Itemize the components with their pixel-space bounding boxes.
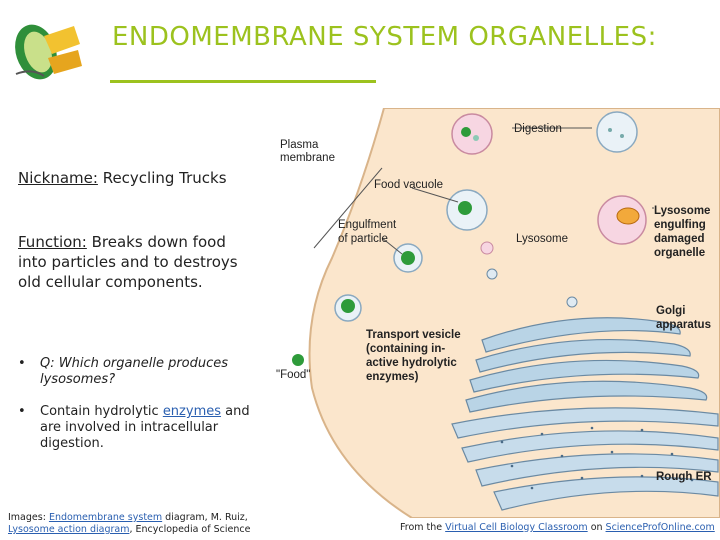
- lysosome-engulfing-label-2: engulfing: [654, 219, 706, 231]
- bullet-enzymes-post: and are involved in intracellular digest…: [40, 404, 250, 451]
- function-label: Function:: [18, 233, 87, 251]
- transport-label-1: Transport vesicle: [366, 329, 461, 341]
- bullet-dot: •: [18, 356, 26, 371]
- footer-mid: on: [587, 522, 606, 533]
- golgi-stacks: [465, 317, 708, 413]
- nickname-text: Nickname: Recycling Trucks: [18, 168, 238, 188]
- title-underline: [110, 80, 376, 83]
- image-credits: Images: Endomembrane system diagram, M. …: [8, 512, 268, 536]
- plasma-label-1: Plasma: [280, 139, 319, 151]
- nickname-label: Nickname:: [18, 169, 98, 187]
- engulfment-vesicle: [393, 243, 423, 273]
- engulfment-label-1: Engulfment: [338, 219, 397, 231]
- credits-prefix: Images:: [8, 512, 49, 523]
- lysosome-engulfing-label-4: organelle: [654, 247, 705, 259]
- transport-label-3: active hydrolytic: [366, 357, 457, 369]
- lysosome-diagram-link[interactable]: Lysosome action diagram: [8, 524, 130, 535]
- lysosome-engulfing-organelle: [597, 195, 647, 245]
- bullet-enzymes-text: Contain hydrolytic enzymes and are invol…: [40, 404, 270, 452]
- function-text: Function: Breaks down food into particle…: [18, 232, 250, 292]
- lysosome-diagram: Plasma membrane Food vacuole Engulfment …: [276, 108, 720, 518]
- golgi-label-2: apparatus: [656, 319, 711, 331]
- lysosome-vesicle: [480, 241, 494, 255]
- particle-in-membrane: [334, 294, 362, 322]
- bullet-question-text: Q: Which organelle produces lysosomes?: [40, 356, 229, 387]
- credits-mid2: , Encyclopedia of Science: [129, 524, 251, 535]
- digestion-vesicle-2: [596, 111, 638, 153]
- logo-icon: [15, 24, 82, 80]
- food-vacuole: [446, 189, 488, 231]
- transport-vesicle-1: [486, 268, 498, 280]
- footer-prefix: From the: [400, 522, 446, 533]
- bullet-enzymes-pre: Contain hydrolytic: [40, 404, 163, 419]
- rough-er-label: Rough ER: [656, 471, 712, 483]
- endomembrane-diagram-link[interactable]: Endomembrane system: [48, 512, 163, 523]
- digestion-label: Digestion: [514, 123, 562, 135]
- bullet-dot: •: [18, 404, 26, 419]
- function-value: Breaks down food into particles and to d…: [18, 233, 238, 291]
- golgi-label-1: Golgi: [656, 305, 685, 317]
- footer-credit: From the Virtual Cell Biology Classroom …: [400, 522, 715, 533]
- transport-vesicle-2: [566, 296, 578, 308]
- digestion-vesicle-1: [451, 113, 493, 155]
- transport-label-2: (containing in-: [366, 343, 445, 355]
- food-particle: [292, 354, 304, 366]
- classroom-link[interactable]: Virtual Cell Biology Classroom: [445, 522, 588, 533]
- food-label: "Food": [276, 369, 310, 381]
- credits-mid1: diagram, M. Ruiz,: [162, 512, 248, 523]
- plasma-label-2: membrane: [280, 152, 335, 164]
- lysosome-engulfing-label-1: Lysosome: [654, 205, 710, 217]
- transport-label-4: enzymes): [366, 371, 419, 383]
- food-vacuole-label: Food vacuole: [374, 179, 443, 191]
- enzymes-link[interactable]: enzymes: [162, 404, 222, 419]
- lysosome-label: Lysosome: [516, 233, 568, 245]
- lysosome-engulfing-label-3: damaged: [654, 233, 705, 245]
- page-title: ENDOMEMBRANE SYSTEM ORGANELLES:: [112, 22, 657, 52]
- site-link[interactable]: ScienceProfOnline.com: [605, 522, 715, 533]
- nickname-value: Recycling Trucks: [97, 169, 227, 187]
- rough-er: [451, 407, 719, 511]
- engulfment-label-2: of particle: [338, 233, 388, 245]
